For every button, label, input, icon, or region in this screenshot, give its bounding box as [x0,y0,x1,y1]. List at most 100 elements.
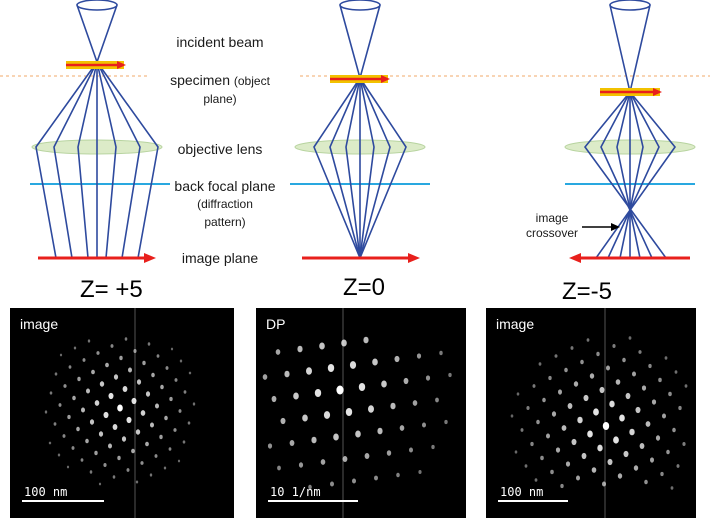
diffraction-spot [516,392,520,396]
diffraction-spot [546,433,550,439]
detector-streak [604,308,606,518]
diffraction-spot [112,475,116,479]
diffraction-spot [306,367,312,375]
diffraction-spot [664,356,668,360]
incident-beam-cone [76,0,118,11]
label-specimen: specimen (object plane) [155,72,285,108]
diffraction-spot [151,372,155,378]
scale-bar [268,500,358,502]
diffraction-spot [117,455,121,461]
diffraction-spot [169,396,173,402]
diffraction-spot [540,455,544,461]
diffraction-spot [173,428,177,432]
diffraction-spot [82,358,86,362]
diffraction-spot [81,407,85,413]
diffraction-spot [58,403,62,407]
diffraction-spot [160,384,164,390]
diffraction-spot [534,478,538,482]
diffraction-spot [662,413,666,419]
diffraction-spot [76,426,80,432]
diffraction-spots [262,308,452,518]
diffraction-spot [119,355,123,361]
diffraction-spot [542,397,546,403]
diffraction-spot [548,375,552,381]
diffraction-spot [565,461,571,467]
ray [77,61,98,259]
diffraction-spot [674,370,678,374]
diffraction-spot [632,371,636,377]
panel-tag: image [20,316,59,332]
diffraction-spot [358,383,366,391]
diffraction-spot [617,473,623,479]
diffraction-spot [147,342,151,346]
label-image-plane: image plane [181,250,259,266]
diffraction-spot [59,353,63,357]
diffraction-spot [650,457,654,463]
diffraction-spot [133,349,137,353]
diffraction-spot [128,367,132,373]
diffraction-spot [103,463,107,467]
diffraction-spot [612,344,616,348]
z-label-right: Z=-5 [562,278,613,305]
label-diffraction1: (diffraction [197,197,253,211]
diffraction-spot [682,442,686,446]
diffraction-spot [349,361,357,369]
diffraction-spot [629,428,635,436]
diffraction-spot [174,378,178,382]
diffraction-spot [293,392,299,400]
label-specimen-paren1: (object [233,74,270,88]
diffraction-spot [581,452,587,460]
diffraction-spot [96,351,100,355]
diffraction-spot [583,394,589,402]
diffraction-spot [319,342,325,350]
panel-tag: image [496,316,535,332]
diffraction-spot [524,464,528,468]
z-label-left: Z= +5 [80,276,143,303]
ray [53,61,98,259]
diffraction-spot [374,475,378,481]
diffraction-spot [333,433,339,441]
diffraction-spot [377,427,383,435]
diffraction-spot [670,486,674,490]
scale-bar-label: 10 1/nm [270,485,321,499]
diffraction-spot [94,400,100,406]
ray [96,61,117,259]
diffraction-spot [267,443,273,449]
diffraction-spot [170,347,174,351]
diffraction-spot [628,336,632,340]
diffraction-spot [510,414,514,418]
diffraction-spot [122,386,128,392]
diffraction-spot [416,353,422,359]
diffraction-spot [363,336,369,344]
diffraction-spot [514,450,518,454]
diffraction-spot [660,471,664,477]
ray-diagram [0,0,710,263]
diffraction-spot [633,465,639,471]
diffraction-spot [341,339,347,347]
diffraction-spot [89,419,95,425]
diffraction-spot [571,438,577,446]
diffraction-spot [561,425,567,431]
diffraction-spot [555,447,561,453]
diffraction-spot [67,414,71,420]
diffraction-spot [155,403,159,409]
diffraction-spot [145,441,149,447]
label-specimen-text: specimen [170,72,230,88]
z-label-middle: Z=0 [343,274,386,301]
diffraction-spot [596,351,600,357]
ray [345,77,361,259]
incident-beam-cone [339,0,381,11]
ray [619,91,644,259]
label-objective-lens: objective lens [177,141,263,157]
ray [583,91,667,259]
diffraction-spot [142,360,146,366]
diffraction-spot [431,444,435,450]
diffraction-spot [99,381,105,387]
diffraction-spot [71,446,75,450]
diffraction-spot [520,428,524,432]
diffraction-spot [591,467,597,473]
diffraction-spot [135,429,141,435]
diffraction-spot [314,389,322,397]
diffraction-spot [342,456,348,462]
diffraction-spot [89,470,93,474]
